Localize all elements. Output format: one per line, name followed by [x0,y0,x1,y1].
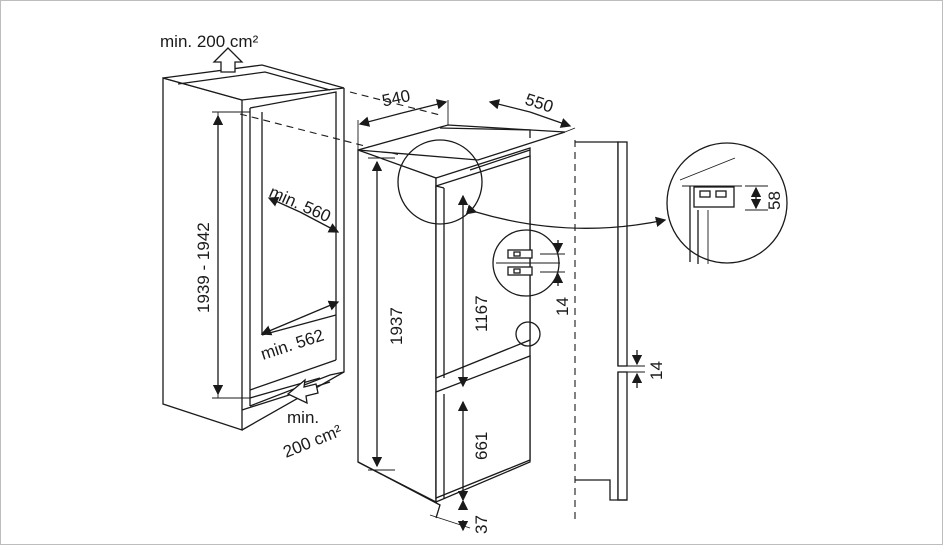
door-gap-label: 14 [647,361,666,380]
bottom-gap-label: 37 [472,515,491,534]
door-gap-dimension [618,350,645,388]
niche-depth-dimension [267,197,340,233]
depth-dimension [488,99,576,133]
hinge-gap-label: 14 [553,297,572,316]
height-label: 1937 [387,307,406,345]
lower-door-label: 661 [472,432,491,460]
furniture-door-side [574,140,628,520]
bottom-gap-dimension [429,499,471,532]
niche-height-dimension [212,111,250,399]
magnified-detail [666,142,788,264]
niche-cabinet [162,64,345,431]
height-dimension [368,157,395,471]
depth-label: 550 [523,90,556,117]
projection-line [349,91,441,116]
hinge-detail [492,229,565,297]
hinge-callout-circle [515,321,541,347]
vent-arrow-up-icon [212,47,244,73]
vent-bottom-label-line2: 200 cm² [280,421,344,462]
upper-door-label: 1167 [472,295,491,332]
niche-depth-label: min. 560 [266,182,333,226]
detail-height-label: 58 [765,191,784,210]
vent-bottom-label-line1: min. [287,408,319,427]
niche-width-dimension [260,300,340,336]
width-label: 540 [380,86,412,110]
detail-callout-circle [397,139,483,225]
detail-connector-arrow [465,204,667,229]
niche-height-label: 1939 - 1942 [194,222,213,313]
width-dimension [357,99,449,150]
vent-arrow-in-icon [286,378,319,405]
vent-top-label: min. 200 cm² [160,32,259,51]
